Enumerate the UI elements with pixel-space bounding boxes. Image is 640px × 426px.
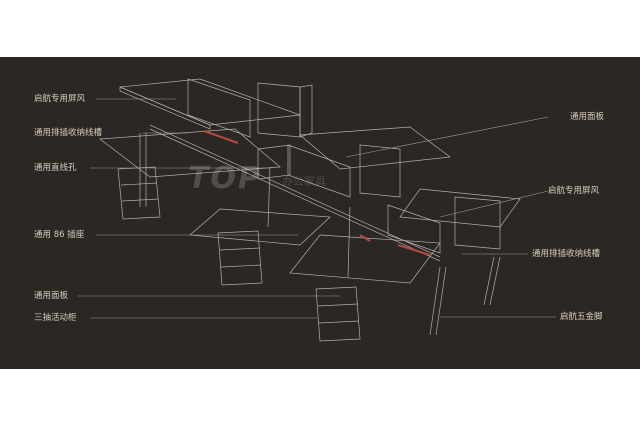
cable-tray-right: [397, 244, 431, 256]
desk-top-back-left: [119, 78, 301, 126]
label-wire-hole: 通用直线孔: [34, 163, 77, 173]
pedestal-1: [117, 166, 161, 220]
pedestal-2: [217, 230, 263, 286]
workstation-exploded-drawing: [78, 78, 556, 342]
label-cable-tray-left: 通用排插收纳线槽: [34, 128, 103, 138]
label-screen-left: 启航专用屏风: [34, 94, 86, 104]
label-panel-left: 通用面板: [34, 291, 69, 301]
screen-mid: [287, 144, 351, 198]
label-socket-86: 通用 86 插座: [34, 230, 85, 240]
cable-tray-left: [203, 130, 239, 144]
desk-top-mid-right: [299, 126, 451, 170]
screen-left: [187, 78, 251, 138]
watermark-logo: TOP: [188, 161, 262, 196]
desk-top-right: [399, 188, 521, 228]
screen-right: [387, 204, 441, 254]
diagram-panel: TOP 办公家具 启航专用屏风 通用排插收纳线槽 通用直线孔 通用 86 插座 …: [0, 57, 640, 369]
desk-top-front-left: [189, 208, 331, 246]
watermark-text: 办公家具: [282, 175, 326, 188]
label-cable-tray-right: 通用排插收纳线槽: [532, 249, 601, 259]
cabinet-mid: [359, 144, 401, 198]
pedestal-3: [315, 286, 361, 342]
cabinet-right: [454, 196, 501, 250]
label-panel-right: 通用面板: [570, 112, 605, 122]
desk-top-mid-left: [99, 128, 281, 178]
label-pedestal: 三抽活动柜: [34, 313, 77, 323]
cabinet-top-left: [257, 82, 301, 138]
desk-top-front-right: [289, 234, 441, 284]
label-hardware-leg: 启航五金脚: [560, 312, 603, 322]
label-screen-right: 启航专用屏风: [548, 186, 600, 196]
